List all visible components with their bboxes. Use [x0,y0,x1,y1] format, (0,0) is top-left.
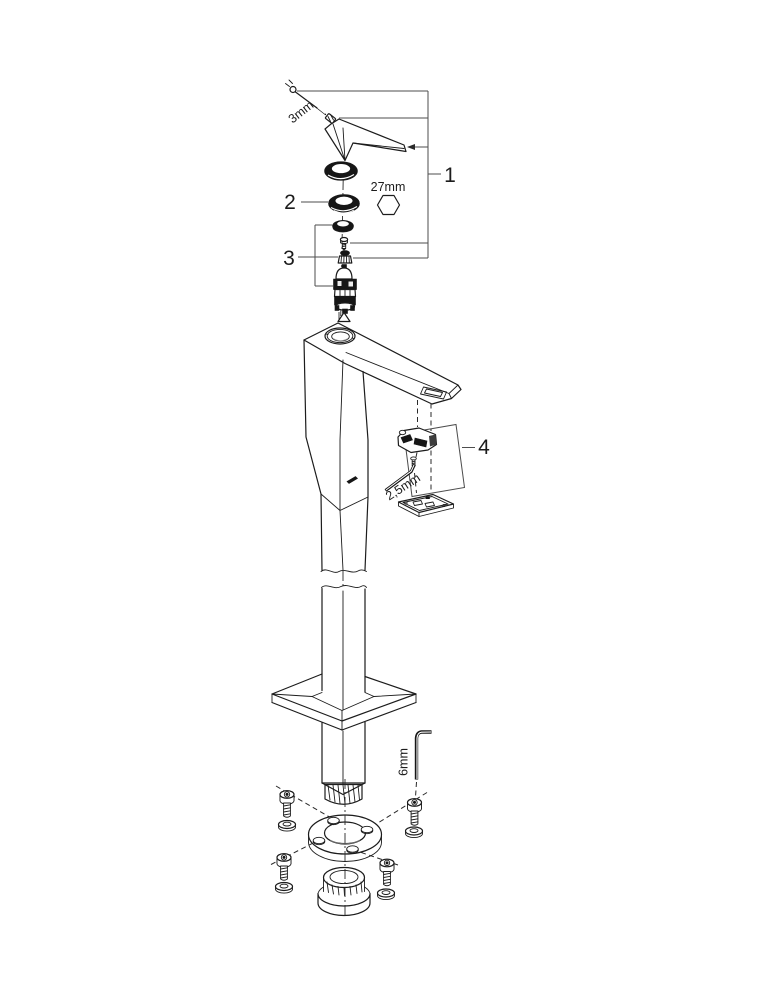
cartridge-cap [332,220,354,233]
washer [277,819,297,832]
callout-3-bracket [298,224,338,287]
cartridge-screw [339,236,349,251]
callout-4-label: 4 [478,436,490,459]
dim-3mm-label: 3mm [286,98,317,126]
hex-key-6mm-icon [414,730,432,798]
threaded-shank [321,721,366,805]
lever-handle [324,118,407,162]
locking-ring [317,866,371,917]
callout-1-bracket [297,90,441,259]
hex-size-symbol-27mm [376,194,401,216]
mousseur-insert [397,427,438,454]
group-4-box [403,423,466,498]
flange-bolt-holes [312,816,374,854]
handle-fixing-screw [324,113,337,124]
cartridge [333,264,357,314]
callout-2-label: 2 [284,191,296,214]
callout-1-label: 1 [444,164,456,187]
mousseur-group [384,400,475,517]
escutcheon-ring [328,194,360,214]
mounting-screws [274,790,424,901]
mounting-screw [276,853,292,881]
hex-key-3mm-icon [285,79,327,116]
handle-skirt-ring [324,161,358,181]
mounting-screw [279,790,295,818]
mounting-screw [406,798,423,826]
mousseur-plate [397,493,455,517]
arrowhead [407,144,415,150]
washer [274,881,294,894]
callout-3-label: 3 [283,247,295,270]
faucet-body-with-spout [303,322,462,711]
hex-key-2-5mm-icon [384,463,416,492]
cartridge-adapter [337,250,353,264]
washer [376,888,396,901]
washer [404,826,424,839]
alignment-pointer [337,311,351,323]
dim-27mm-label: 27mm [371,180,406,194]
dim-6mm-label: 6mm [397,748,411,776]
brand-logo-mark [346,476,358,484]
base-escutcheon-plate [271,673,417,731]
mounting-screw [379,858,395,887]
